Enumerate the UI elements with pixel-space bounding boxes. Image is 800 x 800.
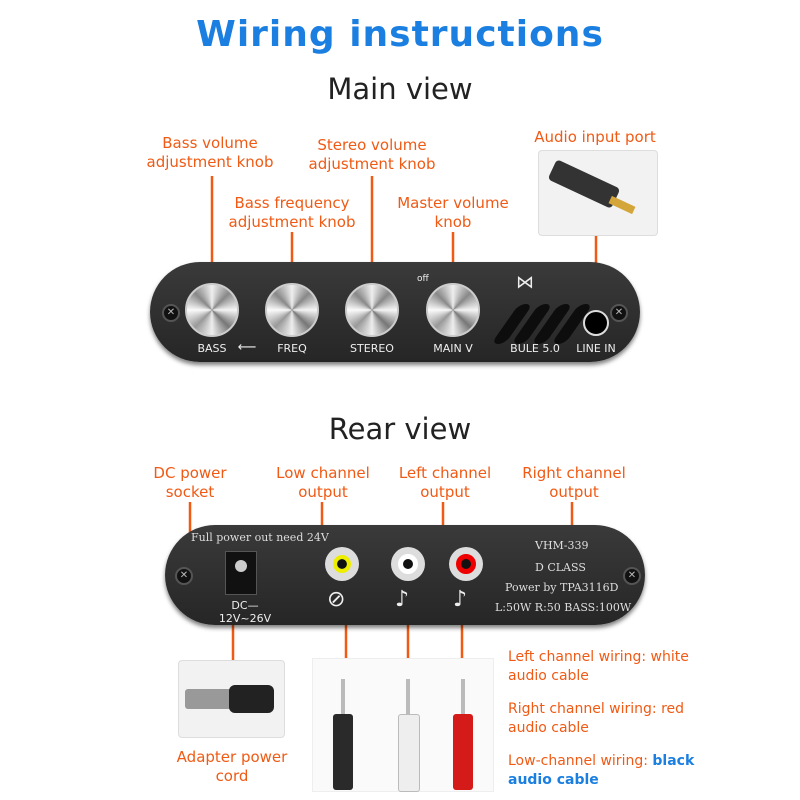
main-volume-knob[interactable] bbox=[426, 283, 480, 337]
stereo-knob[interactable] bbox=[345, 283, 399, 337]
bass-label: BASS bbox=[197, 342, 227, 355]
speaker-left-icon: ♪ bbox=[395, 587, 410, 612]
screw-icon: ✕ bbox=[175, 567, 193, 585]
rear-panel: ✕ ✕ Full power out need 24V DC— 12V~26V … bbox=[165, 525, 645, 625]
page-title: Wiring instructions bbox=[196, 14, 604, 55]
wiring-low: Low-channel wiring: black audio cable bbox=[508, 752, 708, 790]
screw-icon: ✕ bbox=[623, 567, 641, 585]
black-cable bbox=[333, 714, 353, 790]
screw-icon: ✕ bbox=[610, 304, 628, 322]
stereo-label: STEREO bbox=[350, 342, 394, 355]
rear-view-heading: Rear view bbox=[328, 412, 472, 446]
wiring-left: Left channel wiring: white audio cable bbox=[508, 649, 689, 684]
left-output-jack[interactable] bbox=[391, 547, 425, 581]
white-cable bbox=[398, 714, 420, 792]
callout-bass: Bass volume adjustment knob bbox=[146, 134, 274, 171]
callout-low: Low channel output bbox=[276, 464, 370, 501]
freq-knob[interactable] bbox=[265, 283, 319, 337]
arrow-left-icon: ⟵ bbox=[237, 340, 257, 355]
rca-cables-photo bbox=[312, 658, 494, 792]
dc-label: DC— 12V~26V bbox=[218, 599, 272, 625]
dc-socket[interactable] bbox=[225, 551, 257, 595]
wiring-low-prefix: Low-channel wiring: bbox=[508, 753, 653, 769]
adapter-cord-photo bbox=[178, 660, 285, 738]
wiring-low-highlight: black audio cable bbox=[508, 753, 695, 788]
off-label: off bbox=[417, 274, 429, 284]
chip-label: Power by TPA3116D bbox=[505, 581, 619, 594]
model-label: VHM-339 bbox=[535, 539, 589, 552]
power-label: L:50W R:50 BASS:100W bbox=[495, 601, 632, 614]
power-note: Full power out need 24V bbox=[191, 531, 329, 544]
speaker-right-icon: ♪ bbox=[453, 587, 468, 612]
class-label: D CLASS bbox=[535, 561, 586, 574]
bass-knob[interactable] bbox=[185, 283, 239, 337]
main-v-label: MAIN V bbox=[433, 342, 473, 355]
callout-freq: Bass frequency adjustment knob bbox=[228, 194, 356, 231]
screw-icon: ✕ bbox=[162, 304, 180, 322]
callout-left: Left channel output bbox=[398, 464, 492, 501]
freq-label: FREQ bbox=[277, 342, 307, 355]
front-panel: ✕ ✕ off BASS ⟵ FREQ STEREO MAIN V ⋈ BULE… bbox=[150, 262, 640, 362]
low-output-jack[interactable] bbox=[325, 547, 359, 581]
callout-master: Master volume knob bbox=[397, 194, 509, 231]
line-in-jack[interactable] bbox=[583, 310, 609, 336]
callout-right: Right channel output bbox=[522, 464, 626, 501]
adapter-label: Adapter power cord bbox=[176, 748, 288, 785]
line-in-label: LINE IN bbox=[576, 342, 616, 355]
bluetooth-logo-icon: ⋈ bbox=[516, 272, 534, 293]
brand-label: BULE 5.0 bbox=[510, 342, 560, 355]
right-output-jack[interactable] bbox=[449, 547, 483, 581]
red-cable bbox=[453, 714, 473, 790]
main-view-heading: Main view bbox=[327, 72, 473, 106]
wiring-right: Right channel wiring: red audio cable bbox=[508, 701, 685, 736]
audio-jack-photo bbox=[538, 150, 658, 236]
callout-input: Audio input port bbox=[534, 128, 656, 146]
subwoofer-icon: ⊘ bbox=[327, 587, 346, 612]
callout-stereo: Stereo volume adjustment knob bbox=[308, 136, 436, 173]
callout-dc: DC power socket bbox=[153, 464, 227, 501]
